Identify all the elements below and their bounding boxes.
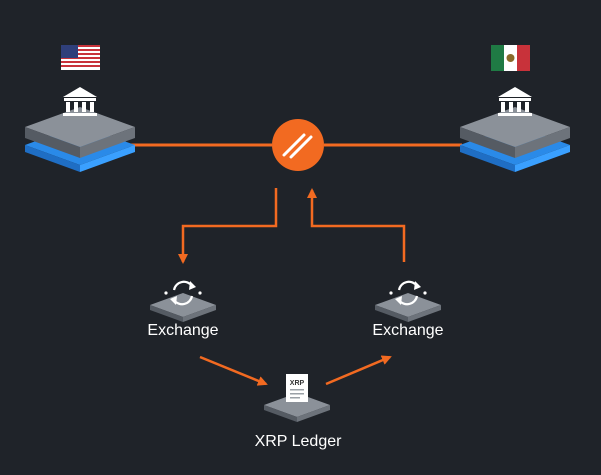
refresh-cycle-icon xyxy=(164,280,202,306)
bank-node-mx xyxy=(460,45,570,172)
bank-icon xyxy=(63,87,97,116)
us-flag-icon xyxy=(61,45,100,70)
exchange-node-right xyxy=(375,280,441,322)
bank-icon xyxy=(498,87,532,116)
arrow-exchange-right-to-hub xyxy=(307,188,406,262)
mexico-flag-icon xyxy=(491,45,530,71)
bank-node-us xyxy=(25,45,135,172)
exchange-right-label: Exchange xyxy=(372,322,444,339)
arrow-ledger-to-exchange-right xyxy=(325,355,392,386)
arrow-hub-to-exchange-left xyxy=(178,188,278,264)
ripple-hub-icon xyxy=(272,119,324,171)
refresh-cycle-icon xyxy=(389,280,427,306)
arrow-exchange-left-to-ledger xyxy=(199,355,268,386)
exchange-left-label: Exchange xyxy=(147,322,219,339)
exchange-node-left xyxy=(150,280,216,322)
ledger-document-icon: XRP xyxy=(286,374,308,402)
ledger-icon-text: XRP xyxy=(290,380,305,387)
xrp-ledger-label: XRP Ledger xyxy=(254,433,342,450)
xrp-ledger-node: XRP xyxy=(264,374,330,422)
